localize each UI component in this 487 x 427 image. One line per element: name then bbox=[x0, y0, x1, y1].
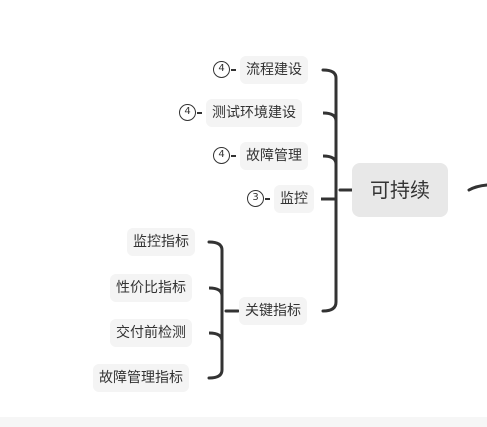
level2-tick-1 bbox=[208, 286, 224, 297]
branch-node-test-environment[interactable]: 测试环境建设 bbox=[206, 99, 302, 127]
bottom-band bbox=[0, 417, 487, 427]
badge-connector bbox=[197, 112, 202, 114]
badge-connector bbox=[231, 69, 236, 71]
badge-connector bbox=[265, 198, 270, 200]
sub-node-cost-performance-metrics[interactable]: 性价比指标 bbox=[110, 274, 192, 302]
sub-node-monitoring-metrics[interactable]: 监控指标 bbox=[127, 228, 195, 256]
task-count-badge: 4 bbox=[213, 61, 230, 78]
task-count-badge: 4 bbox=[213, 147, 230, 164]
branch-node-monitoring[interactable]: 监控 bbox=[274, 185, 314, 213]
level2-bracket bbox=[207, 240, 224, 380]
task-count-badge: 4 bbox=[179, 104, 196, 121]
badge-connector bbox=[231, 155, 236, 157]
branch-node-incident-management[interactable]: 故障管理 bbox=[240, 142, 308, 170]
level2-tick-2 bbox=[208, 331, 224, 342]
level1-bracket bbox=[321, 68, 338, 313]
sub-node-pre-delivery-inspection[interactable]: 交付前检测 bbox=[110, 319, 192, 347]
task-count-badge: 3 bbox=[247, 190, 264, 207]
level1-tick-2 bbox=[322, 154, 338, 165]
level1-tick-1 bbox=[322, 111, 338, 122]
central-outgoing-connector bbox=[467, 183, 487, 192]
central-topic[interactable]: 可持续 bbox=[352, 163, 448, 217]
branch-node-key-metrics[interactable]: 关键指标 bbox=[239, 297, 307, 325]
branch-node-process-building[interactable]: 流程建设 bbox=[240, 56, 308, 84]
sub-node-incident-management-metrics[interactable]: 故障管理指标 bbox=[93, 364, 189, 392]
